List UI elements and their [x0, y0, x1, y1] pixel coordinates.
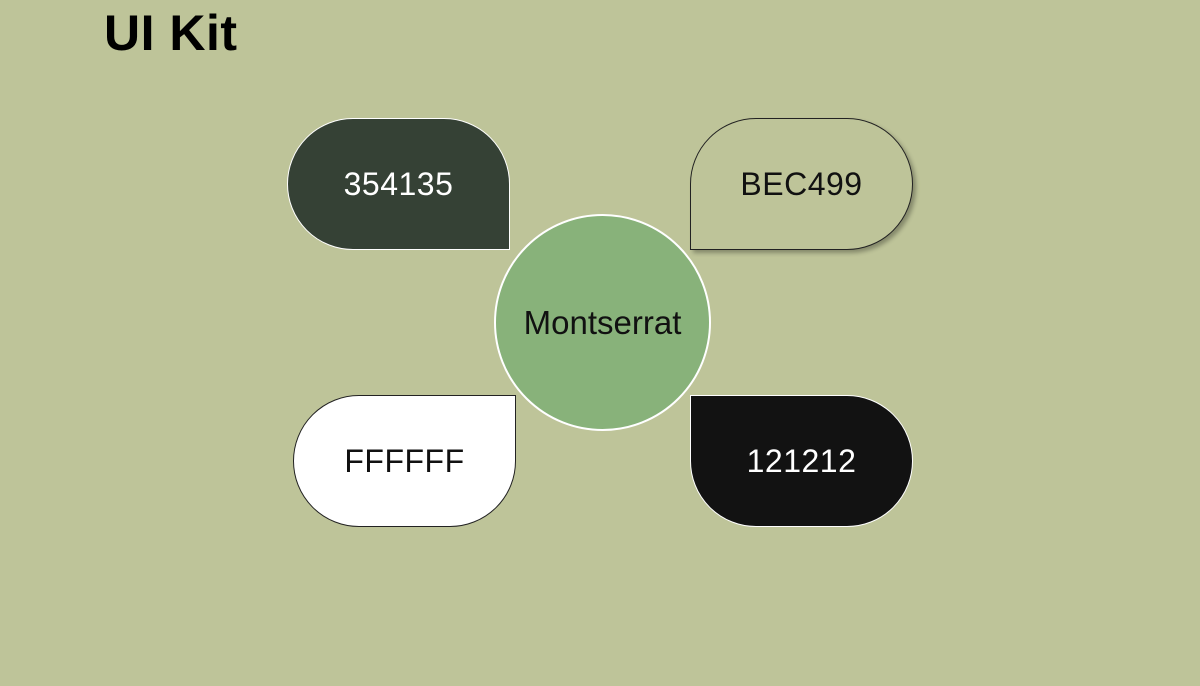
font-name: Montserrat: [523, 303, 682, 341]
font-circle: Montserrat: [494, 214, 711, 431]
swatch-label: FFFFFF: [344, 442, 465, 479]
color-swatch-354135: 354135: [287, 118, 510, 250]
color-swatch-121212: 121212: [690, 395, 913, 527]
color-swatch-ffffff: FFFFFF: [293, 395, 516, 527]
swatch-label: 121212: [746, 442, 857, 479]
page-title: UI Kit: [104, 5, 238, 61]
swatch-label: BEC499: [740, 165, 863, 202]
swatch-label: 354135: [343, 165, 454, 202]
color-swatch-bec499: BEC499: [690, 118, 913, 250]
